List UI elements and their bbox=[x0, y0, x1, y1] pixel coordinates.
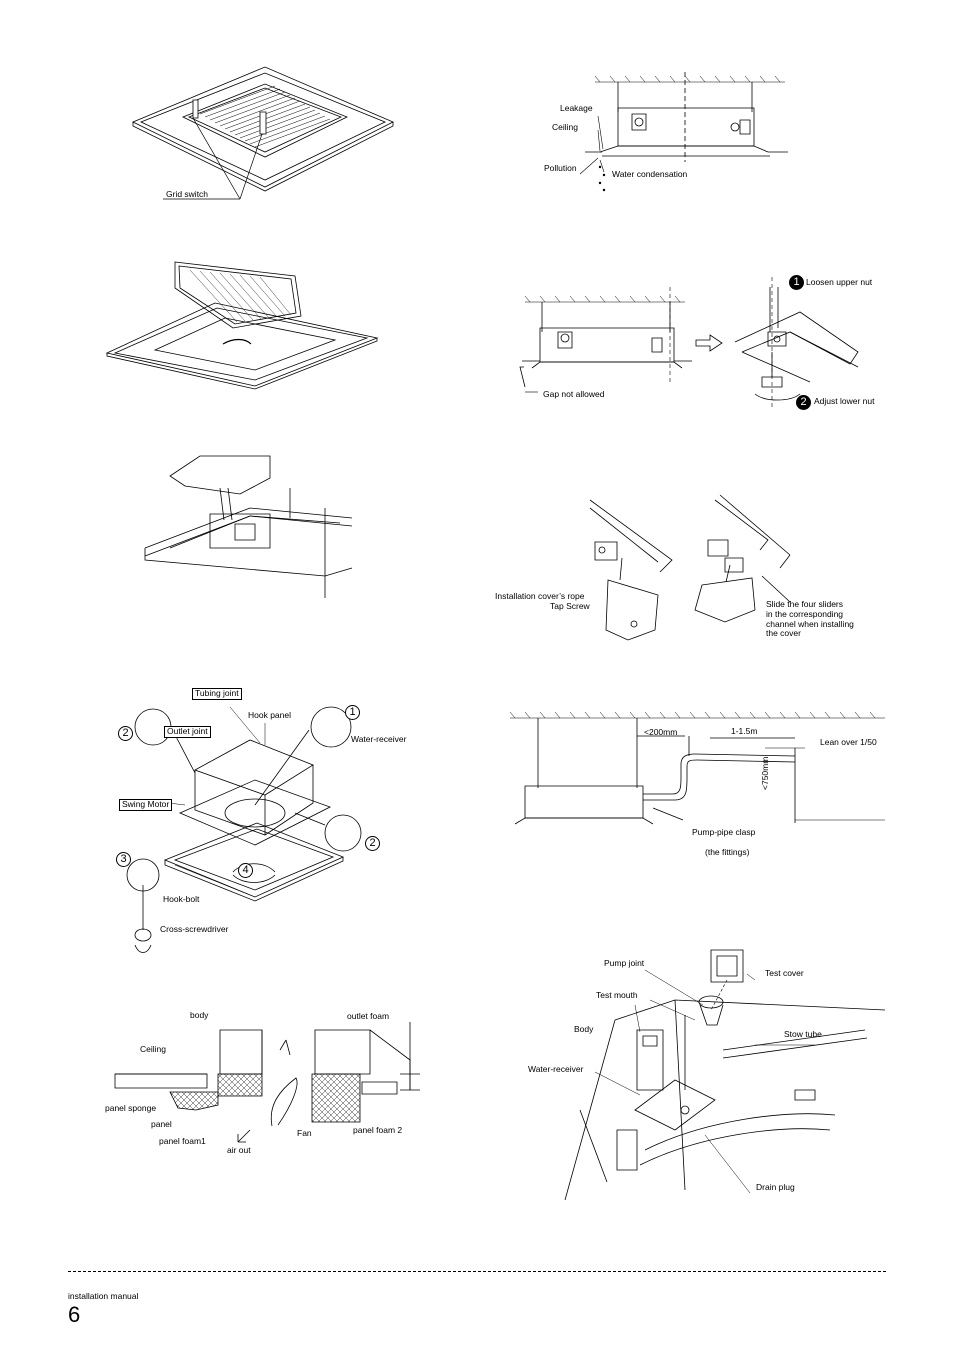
grid-switch-figure: Grid switch bbox=[125, 62, 400, 212]
installation-cover-drawing bbox=[140, 448, 355, 603]
height-750mm-label: <750mm bbox=[760, 756, 770, 790]
panel-foam1-label: panel foam1 bbox=[159, 1136, 206, 1146]
panel-step-2a-badge: 2 bbox=[118, 726, 133, 741]
pump-figure: Pump joint Test cover Test mouth Body St… bbox=[525, 950, 890, 1200]
water-receiver-pump-label: Water-receiver bbox=[528, 1064, 584, 1074]
hook-bolt-label: Hook-bolt bbox=[163, 894, 200, 904]
water-receiver-label: Water-receiver bbox=[351, 734, 407, 744]
body-pump-label: Body bbox=[574, 1024, 594, 1034]
gap-label: Gap not allowed bbox=[543, 389, 605, 399]
stow-tube-label: Stow tube bbox=[784, 1029, 822, 1039]
swing-motor-label: Swing Motor bbox=[119, 799, 173, 811]
fan-label: Fan bbox=[297, 1128, 312, 1138]
panel-sponge-label: panel sponge bbox=[105, 1103, 157, 1113]
panel-step-1-badge: 1 bbox=[345, 705, 360, 720]
loosen-upper-nut-label: Loosen upper nut bbox=[806, 277, 873, 287]
panel-open-figure bbox=[105, 258, 380, 393]
tap-screw-label: Tap Screw bbox=[550, 601, 590, 611]
panel-hook-drawing bbox=[115, 685, 420, 960]
outlet-foam-label: outlet foam bbox=[347, 1011, 390, 1021]
cover-install-figure: Installation cover’s rope Tap Screw Slid… bbox=[490, 490, 890, 645]
installation-cover-figure bbox=[140, 448, 355, 603]
page-number: 6 bbox=[68, 1302, 81, 1327]
footer-divider bbox=[68, 1271, 886, 1272]
drain-plug-label: Drain plug bbox=[756, 1182, 795, 1192]
leakage-drawing bbox=[540, 72, 790, 192]
leakage-label: Leakage bbox=[560, 103, 593, 113]
test-mouth-label: Test mouth bbox=[596, 990, 638, 1000]
body-label: body bbox=[190, 1010, 209, 1020]
hook-panel-label: Hook panel bbox=[248, 710, 292, 720]
dist-200mm-label: <200mm bbox=[644, 727, 678, 737]
level-figure: Gap not allowed 1 Loosen upper nut 2 Adj… bbox=[510, 272, 890, 412]
cover-rope-label: Installation cover’s rope bbox=[495, 591, 585, 601]
pump-joint-label: Pump joint bbox=[604, 958, 645, 968]
leakage-figure: Leakage Ceiling Pollution Water condensa… bbox=[540, 72, 790, 197]
grid-switch-drawing bbox=[125, 62, 400, 212]
step-1-badge: 1 bbox=[789, 275, 804, 290]
foam-section-drawing bbox=[100, 1010, 430, 1160]
step-2-badge: 2 bbox=[796, 395, 811, 410]
footer-text: installation manual bbox=[68, 1291, 139, 1301]
pollution-label: Pollution bbox=[544, 163, 577, 173]
drain-pipe-figure: <200mm 1-1.5m Lean over 1/50 <750mm Pump… bbox=[505, 708, 890, 863]
adjust-lower-nut-label: Adjust lower nut bbox=[814, 396, 875, 406]
level-drawing bbox=[510, 272, 890, 412]
panel-step-3-badge: 3 bbox=[116, 852, 131, 867]
pump-drawing bbox=[525, 950, 890, 1200]
panel-label: panel bbox=[151, 1119, 172, 1129]
condensation-label: Water condensation bbox=[612, 169, 688, 179]
air-out-label: air out bbox=[227, 1145, 251, 1155]
tubing-joint-label: Tubing joint bbox=[192, 688, 242, 700]
ceiling-label: Ceiling bbox=[552, 122, 578, 132]
panel-hook-figure: Tubing joint Hook panel Outlet joint Wat… bbox=[115, 685, 420, 960]
lean-label: Lean over 1/50 bbox=[820, 737, 877, 747]
grid-switch-label: Grid switch bbox=[166, 189, 209, 199]
panel-open-drawing bbox=[105, 258, 380, 393]
slide-sliders-note: Slide the four sliders in the correspond… bbox=[766, 599, 854, 639]
panel-step-4-badge: 4 bbox=[238, 863, 253, 878]
test-cover-label: Test cover bbox=[765, 968, 804, 978]
drain-pipe-drawing bbox=[505, 708, 890, 863]
cross-screwdriver-label: Cross-screwdriver bbox=[160, 924, 229, 934]
dist-1-1_5m-label: 1-1.5m bbox=[731, 726, 758, 736]
fittings-label: (the fittings) bbox=[705, 847, 750, 857]
ceiling-foam-label: Ceiling bbox=[140, 1044, 166, 1054]
panel-foam2-label: panel foam 2 bbox=[353, 1125, 403, 1135]
cover-install-drawing bbox=[490, 490, 890, 645]
outlet-joint-label: Outlet joint bbox=[164, 726, 211, 738]
pump-pipe-clasp-label: Pump-pipe clasp bbox=[692, 827, 756, 837]
foam-section-figure: body outlet foam Ceiling panel sponge pa… bbox=[100, 1010, 430, 1160]
panel-step-2b-badge: 2 bbox=[365, 836, 380, 851]
